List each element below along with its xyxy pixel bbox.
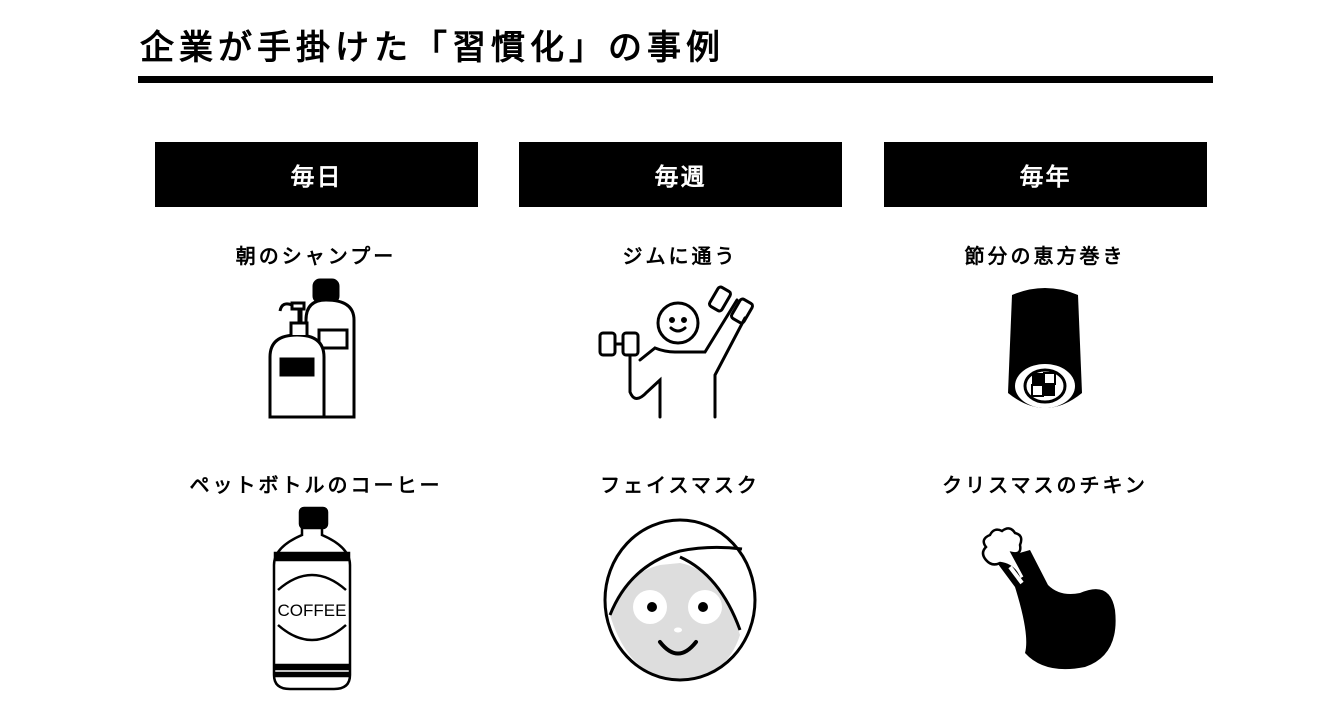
label-face-mask: フェイスマスク (600, 473, 760, 497)
page-title: 企業が手掛けた「習慣化」の事例 (140, 28, 725, 68)
header-weekly: 毎週 (519, 142, 842, 207)
chicken-leg-icon (981, 527, 1116, 670)
label-morning-shampoo: 朝のシャンプー (235, 244, 397, 268)
label-gym: ジムに通う (622, 244, 738, 268)
header-yearly: 毎年 (884, 142, 1207, 207)
label-christmas-chicken: クリスマスのチキン (942, 473, 1148, 497)
label-ehomaki: 節分の恵方巻き (964, 244, 1126, 268)
coffee-label-text: COFFEE (278, 601, 347, 620)
title-underline (138, 76, 1213, 83)
shampoo-bottles-icon (268, 278, 356, 419)
header-daily: 毎日 (155, 142, 478, 207)
face-mask-icon (603, 518, 757, 682)
coffee-bottle-icon: COFFEE (272, 506, 352, 691)
label-bottled-coffee: ペットボトルのコーヒー (189, 473, 443, 497)
ehomaki-roll-icon (1008, 288, 1082, 408)
person-dumbbells-icon (598, 285, 754, 419)
